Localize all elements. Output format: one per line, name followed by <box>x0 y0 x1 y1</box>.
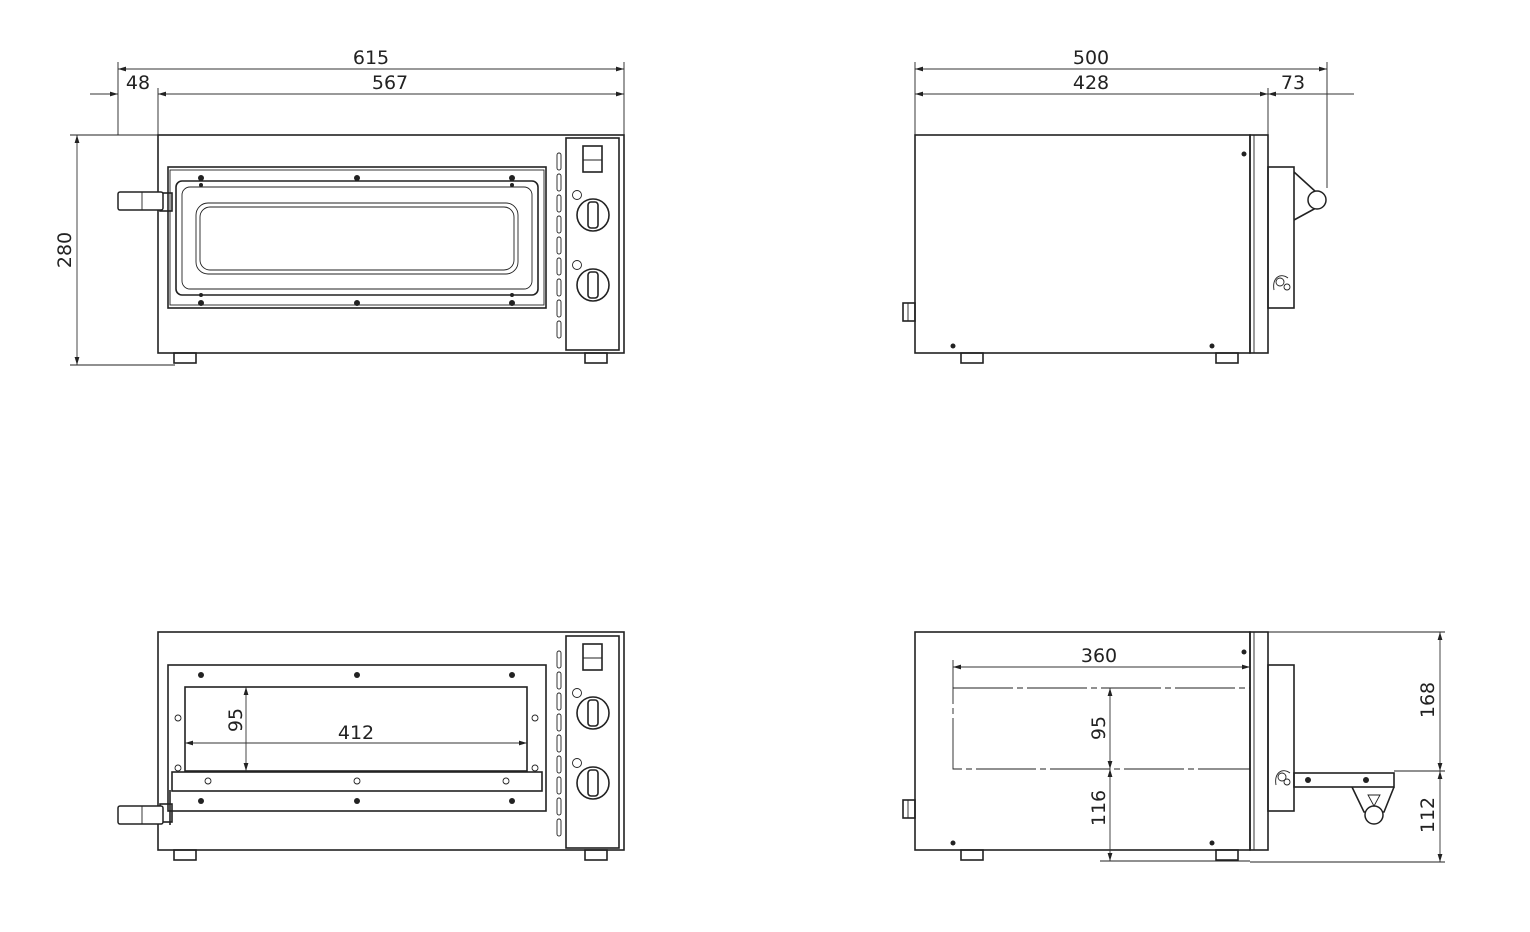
oven-body <box>157 134 625 354</box>
open-door-handle <box>117 790 173 825</box>
dim-floor-height: 116 <box>1088 790 1110 826</box>
side-dimensions: 500 428 73 <box>914 47 1354 188</box>
dim-top-height: 168 <box>1417 682 1439 718</box>
dim-door-height: 112 <box>1417 797 1439 833</box>
chamber-frame <box>167 664 547 812</box>
lowered-door <box>171 771 543 792</box>
side-body <box>914 134 1251 354</box>
door-frame <box>167 166 547 309</box>
dim-handle-depth: 73 <box>1281 72 1305 94</box>
front-dimensions: 615 48 567 280 <box>54 47 625 366</box>
indicator-light-bottom <box>572 260 582 270</box>
side-front-panel <box>1249 134 1269 354</box>
open-side-door <box>1267 648 1395 825</box>
thermostat-knob-bottom <box>576 268 610 302</box>
dim-chamber-depth: 360 <box>1081 645 1117 667</box>
side-view: 500 428 73 <box>902 47 1354 364</box>
side-open-dimensions: 360 95 116 168 112 <box>952 631 1445 863</box>
foot-left <box>173 352 197 364</box>
indicator-light-top <box>572 190 582 200</box>
control-panel <box>565 137 620 351</box>
dim-height: 280 <box>54 232 76 268</box>
hidden-chamber-outline <box>952 687 1251 770</box>
chamber-dimensions: 95 412 <box>185 687 527 771</box>
front-view: 615 48 567 280 <box>54 47 625 366</box>
front-open-view: 95 412 <box>117 631 625 861</box>
dim-side-chamber-height: 95 <box>1088 716 1110 740</box>
dim-chamber-width: 412 <box>338 722 374 744</box>
side-open-view: 360 95 116 168 112 <box>902 631 1445 863</box>
dim-overall-depth: 500 <box>1073 47 1109 69</box>
foot-right <box>584 352 608 364</box>
thermostat-knob-top <box>576 198 610 232</box>
door-handle <box>117 191 173 212</box>
dim-overall-width: 615 <box>353 47 389 69</box>
open-control-panel <box>565 635 620 849</box>
baking-chamber <box>184 686 528 772</box>
open-oven-body <box>157 631 625 851</box>
vent-slots <box>556 152 562 339</box>
side-connector <box>902 302 916 322</box>
door-window <box>195 202 519 275</box>
dim-chamber-height: 95 <box>225 708 247 732</box>
side-door-hinge <box>1267 150 1327 309</box>
open-vent-slots <box>556 650 562 837</box>
power-switch <box>582 145 603 173</box>
dim-handle-offset: 48 <box>126 72 150 94</box>
dim-body-width: 567 <box>372 72 408 94</box>
dim-body-depth: 428 <box>1073 72 1109 94</box>
door-panel <box>175 180 539 296</box>
